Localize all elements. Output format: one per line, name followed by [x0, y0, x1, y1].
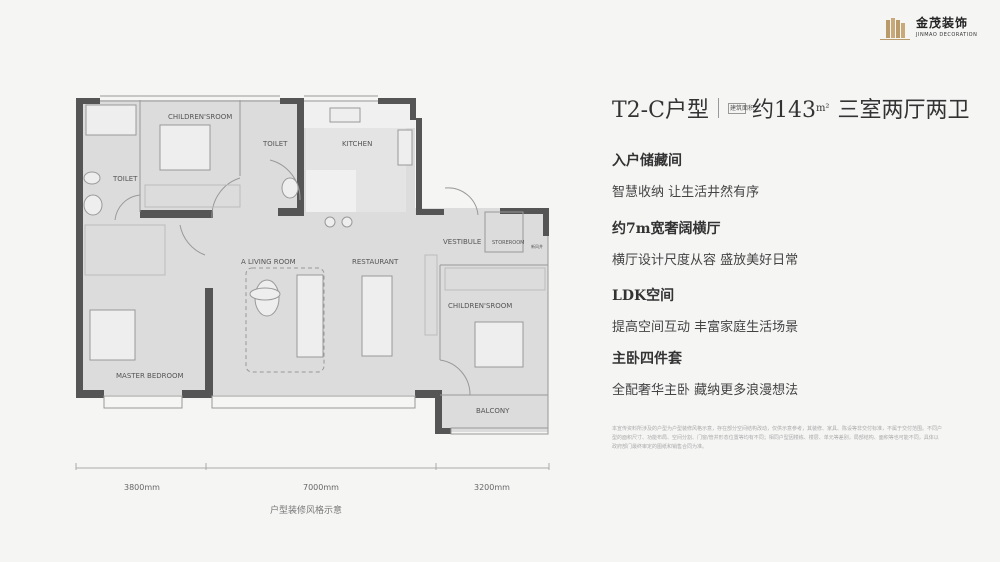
dimension-line — [75, 463, 550, 470]
label-shaft: 新风井 — [531, 243, 543, 249]
feature-2: 约7m宽奢阔横厅 横厅设计尺度从容 盛放美好日常 — [612, 218, 798, 268]
label-childrens-room-2: CHILDREN'SROOM — [448, 302, 512, 310]
label-restaurant: RESTAURANT — [352, 258, 399, 266]
label-childrens-room-1: CHILDREN'SROOM — [168, 113, 232, 121]
feature-desc: 横厅设计尺度从容 盛放美好日常 — [612, 253, 799, 268]
dimension-east: 3200mm — [474, 483, 510, 492]
feature-1: 入户储藏间 智慧收纳 让生活井然有序 — [612, 150, 759, 200]
feature-desc: 智慧收纳 让生活井然有序 — [612, 185, 760, 200]
area-unit: m² — [815, 102, 830, 114]
feature-heading: LDK空间 — [612, 288, 675, 304]
floor-plan: CHILDREN'SROOM TOILET TOILET KITCHEN VES… — [75, 95, 550, 470]
wall — [76, 98, 83, 398]
feature-3: LDK空间 提高空间互动 丰富家庭生活场景 — [612, 285, 798, 335]
dimension-west: 3800mm — [124, 483, 160, 492]
label-storeroom: STOREROOM — [492, 240, 524, 246]
feature-heading: 约7m宽奢阔横厅 — [612, 221, 721, 237]
label-kitchen: KITCHEN — [342, 140, 372, 148]
brand-name-cn: 金茂装饰 — [916, 16, 969, 30]
floor-balcony — [440, 395, 548, 432]
logo-mark-icon — [880, 18, 910, 40]
brand-logo: 金茂装饰 JINMAO DECORATION — [878, 14, 990, 44]
divider — [717, 98, 719, 118]
dimension-middle: 7000mm — [303, 483, 339, 492]
brand-name-en: JINMAO DECORATION — [916, 32, 978, 38]
unit-title: T2-C户型 建筑面积 约143 m² 三室两厅两卫 — [612, 92, 969, 124]
feature-heading: 入户储藏间 — [612, 153, 682, 169]
label-toilet-2: TOILET — [262, 140, 288, 148]
feature-heading: 主卧四件套 — [612, 351, 682, 367]
unit-layout: 三室两厅两卫 — [837, 98, 970, 123]
unit-area: 约143 — [751, 98, 816, 123]
feature-desc: 提高空间互动 丰富家庭生活场景 — [612, 320, 799, 335]
label-toilet-1: TOILET — [112, 175, 138, 183]
unit-type: T2-C户型 — [612, 98, 709, 123]
feature-4: 主卧四件套 全配奢华主卧 藏纳更多浪漫想法 — [612, 348, 798, 398]
disclaimer: 本宣传资料所涉及的户型为户型装修风格示意，存在部分空间结构改动，仅供示意参考，其… — [612, 426, 943, 450]
plan-caption: 户型装修风格示意 — [270, 506, 343, 516]
feature-desc: 全配奢华主卧 藏纳更多浪漫想法 — [612, 383, 799, 398]
label-vestibule: VESTIBULE — [443, 238, 481, 246]
area-tag: 建筑面积 — [727, 102, 754, 114]
label-master-bedroom: MASTER BEDROOM — [116, 372, 184, 380]
label-living-room: A LIVING ROOM — [241, 258, 296, 266]
label-balcony: BALCONY — [476, 407, 510, 415]
